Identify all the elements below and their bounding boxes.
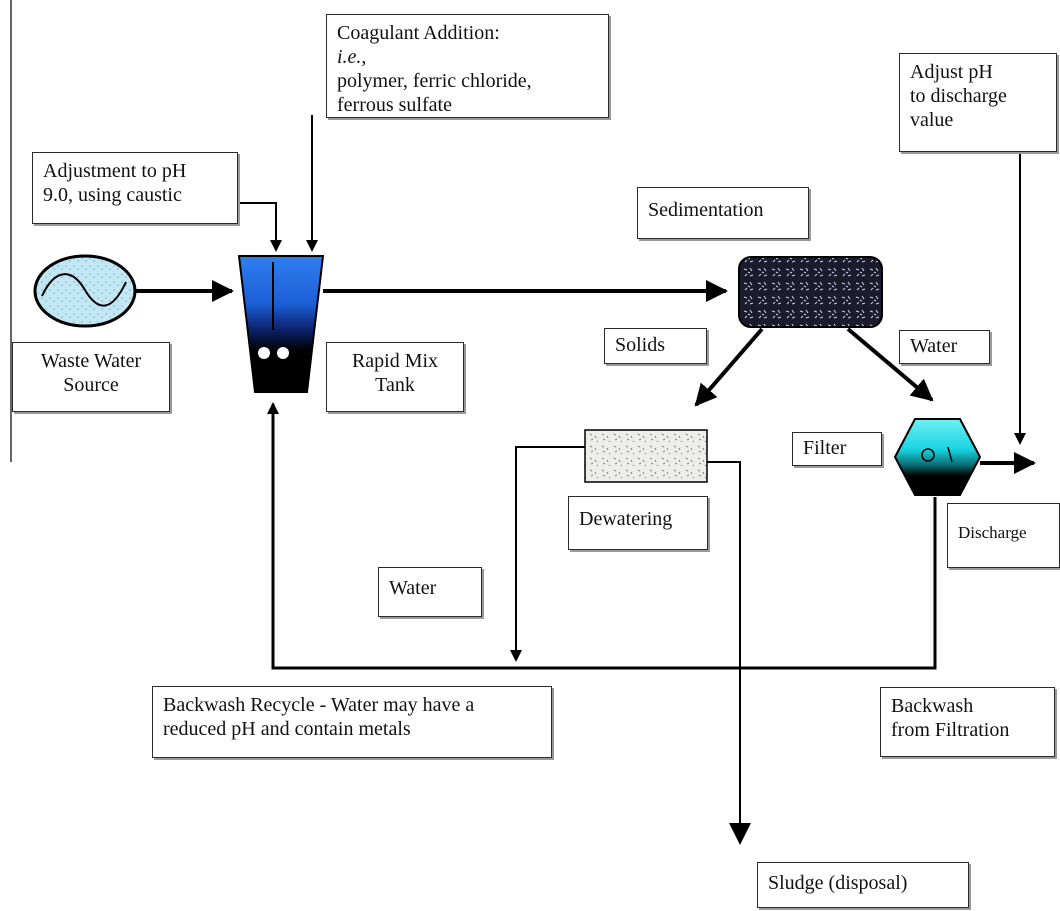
water-to-filter-label: Water xyxy=(899,330,990,364)
sludge-disposal-label: Sludge (disposal) xyxy=(757,862,969,908)
filter-vessel-icon xyxy=(893,418,982,496)
dewatering-label: Dewatering xyxy=(568,496,708,550)
sedimentation-tank-icon xyxy=(738,256,883,328)
adjust-ph-discharge-label: Adjust pH to discharge value xyxy=(899,53,1057,152)
water-return-label: Water xyxy=(378,567,482,617)
filter-label: Filter xyxy=(792,432,882,466)
sludge-line xyxy=(707,461,751,845)
backwash-recycle-label: Backwash Recycle - Water may have a redu… xyxy=(152,686,552,758)
solids-arrow xyxy=(694,327,764,407)
backwash-from-filtration-label: Backwash from Filtration xyxy=(880,687,1055,757)
water-to-filter-arrow xyxy=(846,327,934,402)
rapid-mix-tank-icon xyxy=(237,255,325,393)
rapid-mix-tank-label: Rapid Mix Tank xyxy=(326,342,464,412)
adjust-ph-label: Adjustment to pH 9.0, using caustic xyxy=(32,152,238,224)
caustic-feed-arrow xyxy=(238,202,282,252)
wastewater-source-icon xyxy=(33,254,137,328)
backwash-recycle-line xyxy=(267,402,937,670)
discharge-label: Discharge xyxy=(947,503,1060,568)
solids-label: Solids xyxy=(604,328,707,364)
coagulant-addition-label: Coagulant Addition: i.e., polymer, ferri… xyxy=(326,14,609,118)
sedimentation-label: Sedimentation xyxy=(637,187,809,239)
dewatering-unit-icon xyxy=(584,429,708,483)
waste-water-source-label: Waste Water Source xyxy=(12,342,170,412)
dewatering-water-return xyxy=(510,446,585,662)
